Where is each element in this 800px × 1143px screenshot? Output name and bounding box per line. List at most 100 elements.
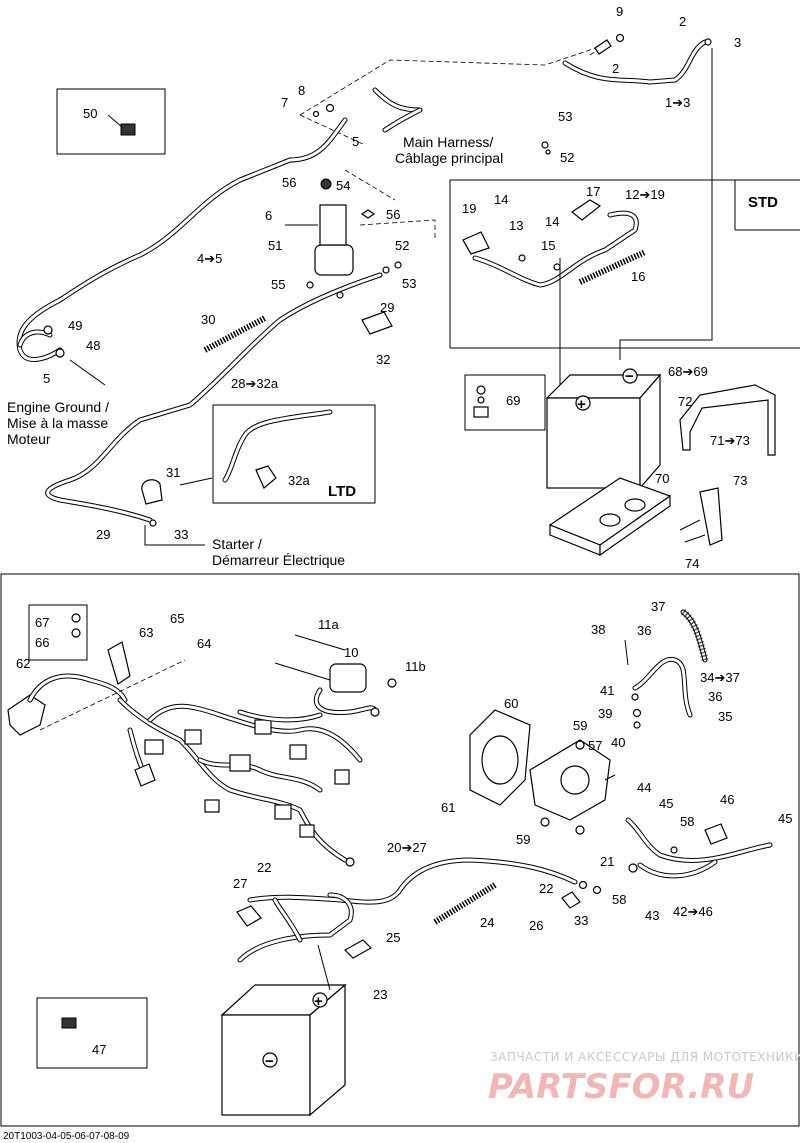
- callout-33b: 33: [574, 913, 588, 928]
- solenoid-51: [285, 178, 402, 299]
- callout-42-46: 42➔46: [673, 904, 713, 919]
- boot-31: [141, 477, 213, 505]
- starter-label-line2: Démarreur Électrique: [212, 552, 345, 568]
- callout-44: 44: [637, 780, 651, 795]
- strap-72: [679, 384, 776, 456]
- callout-48: 48: [86, 338, 100, 353]
- callout-74: 74: [685, 556, 699, 571]
- engine-ground-line3: Moteur: [7, 431, 51, 447]
- callout-22b: 22: [257, 860, 271, 875]
- tray-70: [548, 477, 672, 557]
- main-harness-label: Main Harness/: [403, 134, 493, 150]
- part-47-box: [36, 997, 148, 1069]
- engine-ground-line2: Mise à la masse: [7, 415, 108, 431]
- callout-62: 62: [16, 656, 30, 671]
- main-harness-plug: [312, 87, 423, 133]
- callout-43: 43: [645, 908, 659, 923]
- minus-terminal-xt: −: [265, 1053, 274, 1070]
- callout-51: 51: [268, 238, 282, 253]
- callout-47: 47: [92, 1042, 106, 1057]
- ltd-label: LTD: [328, 483, 356, 500]
- spiral-30: [203, 315, 267, 353]
- part-69-box: [464, 374, 546, 431]
- callout-50: 50: [83, 106, 97, 121]
- starter-label-line1: Starter /: [212, 536, 262, 552]
- callout-55: 55: [271, 277, 285, 292]
- watermark: ЗАПЧАСТИ И АКСЕССУАРЫ ДЛЯ МОТОТЕХНИКИ PA…: [488, 1050, 800, 1107]
- callout-73: 73: [733, 473, 747, 488]
- callout-22a: 22: [539, 881, 553, 896]
- engine-harness-cluster: [117, 697, 363, 867]
- cable-42-46: [625, 817, 773, 879]
- callout-9: 9: [616, 4, 623, 19]
- cablage-label: Câblage principal: [395, 150, 503, 166]
- callout-26: 26: [529, 918, 543, 933]
- plus-terminal-xt: +: [314, 993, 323, 1010]
- callout-36a: 36: [637, 623, 651, 638]
- callout-70: 70: [655, 471, 669, 486]
- callout-56a: 56: [282, 175, 296, 190]
- boot-32: [361, 311, 393, 335]
- callout-72: 72: [678, 394, 692, 409]
- callout-45a: 45: [659, 796, 673, 811]
- callout-14b: 14: [545, 214, 559, 229]
- callout-53a: 53: [558, 109, 572, 124]
- watermark-line2: PARTSFOR.RU: [488, 1067, 754, 1107]
- callout-40: 40: [611, 735, 625, 750]
- callout-15: 15: [541, 238, 555, 253]
- starter-assembly: [469, 709, 616, 835]
- callout-49: 49: [68, 318, 82, 333]
- callout-23: 23: [373, 987, 387, 1002]
- callout-7: 7: [281, 95, 288, 110]
- callout-59a: 59: [573, 718, 587, 733]
- ltd-inset: [212, 404, 376, 504]
- callout-37: 37: [651, 599, 665, 614]
- callout-14a: 14: [494, 192, 508, 207]
- callout-38: 38: [591, 622, 605, 637]
- callout-1-3: 1➔3: [665, 95, 690, 110]
- callout-2a: 2: [679, 14, 686, 29]
- callout-60: 60: [504, 696, 518, 711]
- callout-11a: 11a: [318, 617, 339, 632]
- callout-41: 41: [600, 683, 614, 698]
- callout-57: 57: [588, 738, 602, 753]
- callout-5a: 5: [352, 134, 359, 149]
- callout-59b: 59: [516, 832, 530, 847]
- callout-31: 31: [166, 465, 180, 480]
- callout-12-19: 12➔19: [625, 187, 665, 202]
- callout-33a: 33: [174, 527, 188, 542]
- callout-11b: 11b: [405, 659, 426, 674]
- callout-labels: 9 2 3 2 1➔3 50 8 7 5 Main Harness/ Câbla…: [7, 4, 792, 1057]
- minus-terminal-std: −: [625, 368, 634, 385]
- bracket-73: [679, 487, 723, 546]
- callout-52b: 52: [395, 238, 409, 253]
- diagram-code: 20T1003-04-05-06-07-08-09: [3, 1131, 130, 1142]
- nut-33: [149, 519, 157, 527]
- callout-66: 66: [35, 635, 49, 650]
- callout-39: 39: [598, 706, 612, 721]
- plus-terminal-std: +: [577, 396, 586, 413]
- callout-58b: 58: [612, 892, 626, 907]
- callout-8: 8: [298, 83, 305, 98]
- cable-20-27: [247, 857, 602, 925]
- callout-53b: 53: [402, 276, 416, 291]
- callout-46: 46: [720, 792, 734, 807]
- callout-36b: 36: [708, 689, 722, 704]
- callout-61: 61: [441, 800, 455, 815]
- cable-1-3: [562, 33, 712, 85]
- callout-45b: 45: [778, 811, 792, 826]
- cable-4-5: [16, 117, 348, 362]
- battery-std: [545, 368, 662, 490]
- callout-58a: 58: [680, 814, 694, 829]
- std-label: STD: [748, 194, 778, 211]
- callout-13: 13: [509, 218, 523, 233]
- battery-xt: [220, 892, 372, 1117]
- callout-35: 35: [718, 709, 732, 724]
- callout-16: 16: [631, 269, 645, 284]
- callout-10: 10: [344, 645, 358, 660]
- callout-71-73: 71➔73: [710, 433, 750, 448]
- callout-25: 25: [386, 930, 400, 945]
- callout-21: 21: [600, 854, 614, 869]
